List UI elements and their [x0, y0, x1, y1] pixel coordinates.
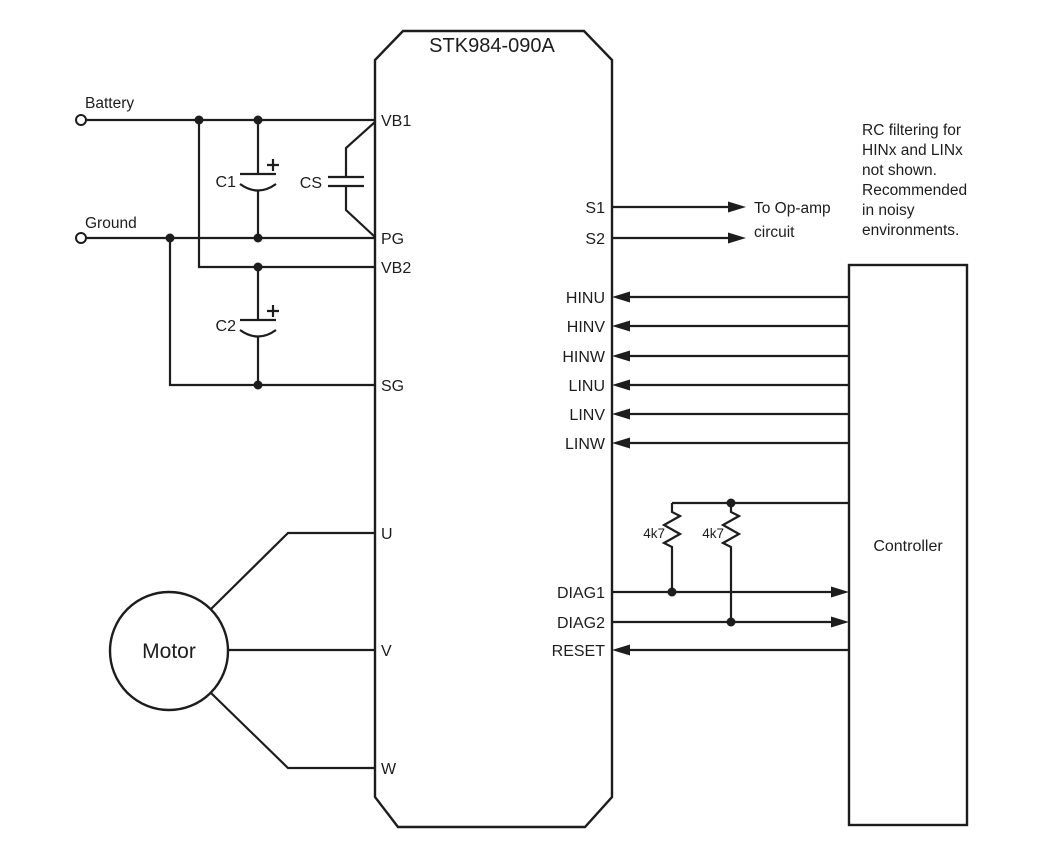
pin-pg: PG — [381, 231, 404, 248]
linu-arrowhead — [612, 379, 630, 391]
pin-s2: S2 — [585, 231, 605, 248]
controller-box — [847, 263, 969, 827]
rc-note-line: not shown. — [862, 162, 937, 179]
rc-note-line: HINx and LINx — [862, 142, 963, 159]
controller-label: Controller — [873, 538, 943, 555]
pin-vb2: VB2 — [381, 260, 411, 277]
junction-dot — [667, 587, 677, 597]
junction-dot — [726, 617, 736, 627]
c1-plus-sign — [267, 159, 279, 171]
ground-terminal — [75, 232, 87, 244]
pin-sg: SG — [381, 378, 404, 395]
resistor-2 — [720, 503, 742, 622]
junction-dots — [165, 115, 736, 627]
c2-curved-plate — [239, 329, 277, 338]
pin-vb1: VB1 — [381, 113, 411, 130]
u-phase-wire — [210, 531, 375, 610]
opamp-note-line1: To Op-amp — [754, 200, 831, 217]
junction-dot — [253, 262, 263, 272]
pin-reset: RESET — [552, 643, 606, 660]
ground-label: Ground — [85, 215, 137, 232]
cs-leads — [344, 121, 376, 238]
pullup-network: 4k7 4k7 — [643, 501, 849, 622]
ic-title: STK984-090A — [429, 35, 555, 57]
pin-diag1: DIAG1 — [557, 585, 605, 602]
w-phase-wire — [210, 692, 375, 770]
c1-curved-plate — [239, 183, 277, 192]
capacitor-cs: CS — [300, 121, 376, 238]
s2-arrowhead — [728, 232, 746, 244]
pin-u: U — [381, 526, 393, 543]
rc-note-line: RC filtering for — [862, 122, 961, 139]
battery-terminal — [75, 114, 87, 126]
reset-arrowhead — [612, 644, 630, 656]
pin-diag2: DIAG2 — [557, 615, 605, 632]
pin-linu: LINU — [569, 378, 605, 395]
cs-plates — [328, 175, 364, 188]
cs-label: CS — [300, 175, 322, 192]
rc-note-line: environments. — [862, 222, 959, 239]
diag2-arrowhead — [831, 616, 849, 628]
ic-body-outline — [373, 29, 614, 829]
sg-feed-wire — [168, 238, 375, 387]
pin-hinu: HINU — [566, 290, 605, 307]
junction-dot — [165, 233, 175, 243]
junction-dot — [726, 498, 736, 508]
linw-arrowhead — [612, 437, 630, 449]
hinv-arrowhead — [612, 320, 630, 332]
resistor-1 — [661, 503, 683, 592]
junction-dot — [253, 115, 263, 125]
c1-label: C1 — [216, 174, 237, 191]
motor-label: Motor — [142, 640, 196, 663]
pin-v: V — [381, 643, 392, 660]
pin-linw: LINW — [565, 436, 606, 453]
rc-note-line: in noisy — [862, 202, 915, 219]
pin-w: W — [381, 761, 397, 778]
s1-arrowhead — [728, 201, 746, 213]
rc-filtering-note: RC filtering for HINx and LINx not shown… — [862, 122, 967, 239]
resistor-2-value: 4k7 — [702, 526, 724, 541]
hinw-arrowhead — [612, 350, 630, 362]
junction-dot — [194, 115, 204, 125]
pin-hinw: HINW — [562, 349, 606, 366]
capacitor-c2: C2 — [216, 267, 279, 385]
c2-plus-sign — [267, 305, 279, 317]
capacitor-c1: C1 — [216, 120, 279, 238]
junction-dot — [253, 380, 263, 390]
junction-dot — [253, 233, 263, 243]
battery-label: Battery — [85, 95, 134, 112]
c2-label: C2 — [216, 318, 237, 335]
opamp-note-line2: circuit — [754, 224, 795, 241]
diag1-arrowhead — [831, 586, 849, 598]
resistor-1-value: 4k7 — [643, 526, 665, 541]
vb2-feed-wire — [197, 120, 375, 269]
linv-arrowhead — [612, 408, 630, 420]
pin-s1: S1 — [585, 200, 605, 217]
hinu-arrowhead — [612, 291, 630, 303]
pin-linv: LINV — [569, 407, 605, 424]
pin-hinv: HINV — [567, 319, 606, 336]
rc-note-line: Recommended — [862, 182, 967, 199]
